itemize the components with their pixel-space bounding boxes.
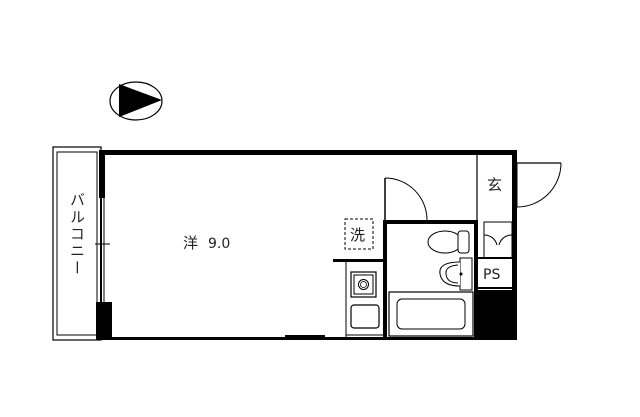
shoe-cabinet [483, 221, 513, 259]
north-arrow-icon [109, 81, 163, 121]
entrance-door[interactable] [516, 162, 562, 208]
bathroom-door[interactable] [384, 177, 428, 221]
western-room-label: 洋 [183, 234, 198, 252]
ps-label: PS [483, 267, 500, 283]
washbasin [439, 257, 473, 291]
laundry-label: 洗 [350, 226, 365, 244]
balcony-label: バルコニー [68, 192, 86, 277]
western-room-size: 9.0 [208, 236, 230, 252]
washing-machine-space [344, 218, 374, 250]
entrance-label: 玄 [487, 176, 502, 194]
ps-shaft [478, 290, 516, 340]
toilet [427, 230, 470, 254]
bathtub [388, 291, 474, 337]
stove [350, 271, 377, 298]
kitchen-sink [350, 304, 380, 329]
wall-column [96, 302, 112, 340]
